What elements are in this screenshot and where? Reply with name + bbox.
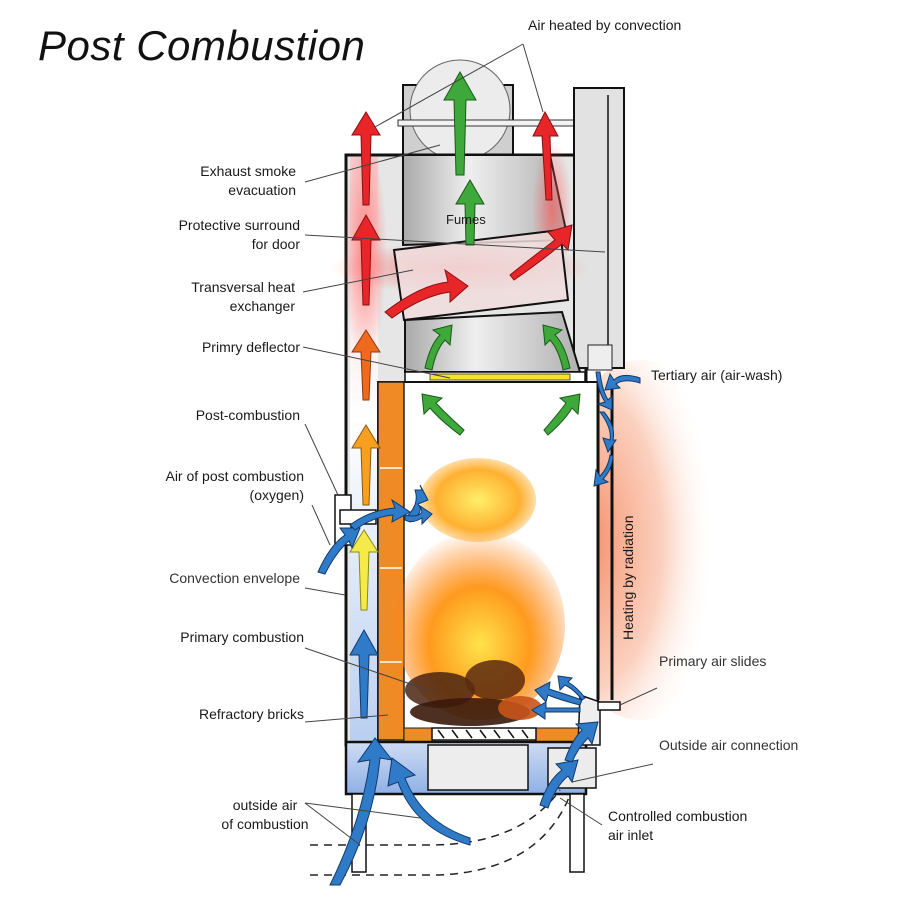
cold-air-arrow	[317, 527, 361, 575]
cold-air-arrow	[595, 371, 613, 411]
fume-arrow	[542, 324, 571, 371]
label-exhaust-smoke: Exhaust smoke evacuation	[200, 162, 296, 200]
cold-air-arrow	[539, 759, 579, 809]
fume-arrow	[443, 70, 477, 176]
cold-air-arrow	[557, 675, 586, 701]
label-outside-air-connection: Outside air connection	[659, 737, 799, 753]
cold-air-arrow	[349, 628, 379, 719]
label-transversal-heat-exchanger: Transversal heat exchanger	[191, 278, 295, 316]
hot-air-arrow	[384, 268, 469, 319]
label-primary-combustion: Primary combustion	[180, 629, 304, 645]
hot-air-arrow	[509, 224, 573, 281]
label-fumes: Fumes	[446, 212, 486, 227]
label-line: for door	[251, 236, 300, 252]
dashed-duct	[310, 789, 561, 846]
fume-arrow	[543, 393, 581, 436]
hot-air-arrow	[532, 110, 559, 201]
cold-air-arrow	[604, 372, 641, 391]
label-line: evacuation	[228, 182, 296, 198]
label-line: Protective surround	[178, 217, 300, 233]
refractory-bricks	[377, 381, 405, 741]
label-line: Air of post combustion	[165, 468, 304, 484]
fume-arrows	[421, 70, 581, 436]
label-primary-deflector: Primry deflector	[201, 339, 300, 355]
warm-air-arrow	[351, 424, 381, 506]
label-air-heated-by-convection: Air heated by convection	[528, 17, 682, 33]
flame-upper	[420, 458, 536, 542]
label-controlled-combustion-air-inlet: Controlled combustion air inlet	[608, 807, 747, 845]
label-protective-surround: Protective surround for door	[179, 216, 300, 254]
leg-right	[569, 793, 585, 873]
label-refractory-bricks: Refractory bricks	[198, 706, 304, 722]
hot-air-arrow	[351, 111, 381, 206]
cold-air-arrow	[387, 757, 471, 846]
label-primary-air-slides: Primary air slides	[659, 653, 767, 669]
cold-air-arrow	[599, 411, 617, 454]
diagram-title: Post Combustion	[38, 22, 366, 69]
warm-air-arrow	[349, 529, 379, 611]
label-air-of-post-combustion: Air of post combustion (oxygen)	[165, 467, 304, 505]
fume-arrow	[421, 393, 465, 436]
hot-air-arrows	[351, 110, 573, 319]
cold-air-arrow	[564, 721, 599, 763]
ash-drawer	[427, 744, 529, 791]
label-outside-air-of-combustion: outside air of combustion	[205, 796, 325, 834]
label-line: Exhaust smoke	[200, 163, 296, 179]
cold-air-arrow	[404, 504, 433, 526]
label-line: Transversal heat	[191, 279, 295, 295]
label-line: Controlled combustion	[608, 808, 748, 824]
hot-air-arrow	[351, 213, 381, 306]
cold-air-arrow	[593, 454, 614, 487]
cold-air-arrow	[329, 737, 394, 886]
label-line: (oxygen)	[249, 487, 304, 503]
leader-lines	[302, 43, 658, 846]
cold-air-arrow	[531, 701, 581, 720]
fume-arrow	[455, 179, 485, 246]
cold-air-arrow	[534, 681, 583, 706]
door-surround	[573, 87, 625, 369]
label-line: of combustion	[221, 816, 309, 832]
heat-exchanger	[392, 228, 570, 322]
label-line: air inlet	[608, 827, 654, 843]
cold-air-arrows	[317, 371, 641, 886]
cold-air-arrow	[349, 498, 411, 531]
label-line: exchanger	[229, 298, 295, 314]
label-tertiary-air: Tertiary air (air-wash)	[651, 367, 783, 383]
warm-air-arrow	[351, 329, 381, 401]
logs	[405, 660, 542, 726]
label-post-combustion: Post-combustion	[195, 407, 300, 423]
label-heating-by-radiation: Heating by radiation	[620, 515, 636, 640]
fume-arrow	[424, 324, 453, 371]
label-convection-envelope: Convection envelope	[169, 570, 300, 586]
grate	[431, 727, 537, 741]
label-line: outside air	[232, 797, 298, 813]
